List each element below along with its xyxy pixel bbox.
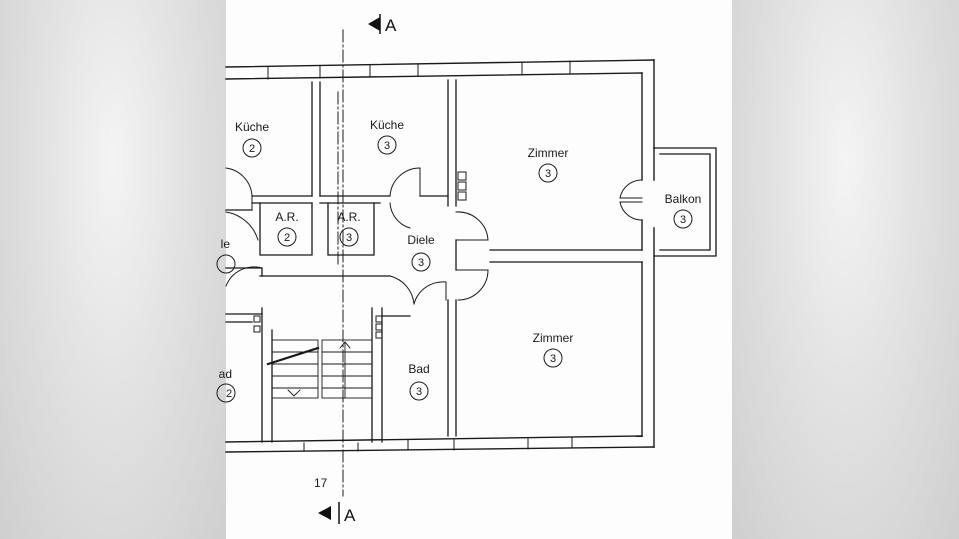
room-balkon: Balkon 3 — [665, 192, 702, 229]
room-name: Küche — [235, 120, 269, 134]
unit-number: 2 — [284, 232, 290, 244]
outer-walls — [225, 59, 655, 453]
room-name: ad — [219, 367, 232, 381]
unit-number: 3 — [346, 232, 352, 244]
room-name: Zimmer — [528, 146, 569, 160]
blurred-left-border — [0, 0, 226, 539]
unit-number: 2 — [226, 388, 232, 400]
room-kueche-2: Küche 2 — [235, 120, 269, 158]
blurred-right-border — [732, 0, 959, 539]
room-name: A.R. — [275, 210, 298, 224]
room-name: Zimmer — [533, 331, 574, 345]
section-line — [337, 29, 344, 497]
room-name: A.R. — [337, 210, 360, 224]
unit-number: 2 — [249, 143, 255, 155]
axis-number: 17 — [314, 476, 328, 490]
unit-circle — [277, 227, 297, 247]
room-name: le — [221, 237, 231, 251]
unit-circle — [673, 209, 693, 229]
section-marker-top-label: A — [385, 16, 397, 35]
section-marker-bottom-label: A — [344, 506, 356, 525]
room-bad-2: ad 2 — [216, 367, 236, 403]
room-ar-2: A.R. 2 — [275, 210, 299, 247]
unit-number: 3 — [545, 168, 551, 180]
room-name: Bad — [408, 362, 429, 376]
unit-circle — [409, 381, 429, 401]
room-name: Diele — [407, 233, 435, 247]
unit-circle — [543, 348, 563, 368]
unit-circle — [411, 252, 431, 272]
unit-circle — [216, 383, 236, 403]
unit-number: 3 — [416, 386, 422, 398]
unit-circle — [377, 135, 397, 155]
room-diele-3: Diele 3 — [407, 233, 435, 272]
unit-circle — [538, 163, 558, 183]
room-ar-3: A.R. 3 — [337, 210, 361, 247]
room-zimmer-bottom: Zimmer 3 — [533, 331, 574, 368]
balkon-outline — [653, 147, 717, 257]
room-kueche-3: Küche 3 — [370, 118, 404, 155]
unit-circle — [242, 138, 262, 158]
unit-number: 3 — [418, 257, 424, 269]
vent-blocks — [253, 171, 467, 339]
unit-number: 3 — [550, 353, 556, 365]
section-marker-bottom: A — [318, 502, 356, 525]
unit-number: 3 — [680, 214, 686, 226]
unit-number: 3 — [384, 140, 390, 152]
room-diele-2: le — [216, 237, 236, 274]
door-swings — [225, 167, 643, 305]
unit-circle — [339, 227, 359, 247]
staircase — [266, 339, 373, 399]
room-name: Balkon — [665, 192, 702, 206]
room-bad-3: Bad 3 — [408, 362, 430, 401]
unit-circle — [216, 254, 236, 274]
windows — [267, 60, 573, 452]
room-zimmer-top: Zimmer 3 — [528, 146, 569, 183]
room-name: Küche — [370, 118, 404, 132]
interior-walls — [225, 79, 643, 443]
section-marker-top: A — [368, 14, 397, 35]
